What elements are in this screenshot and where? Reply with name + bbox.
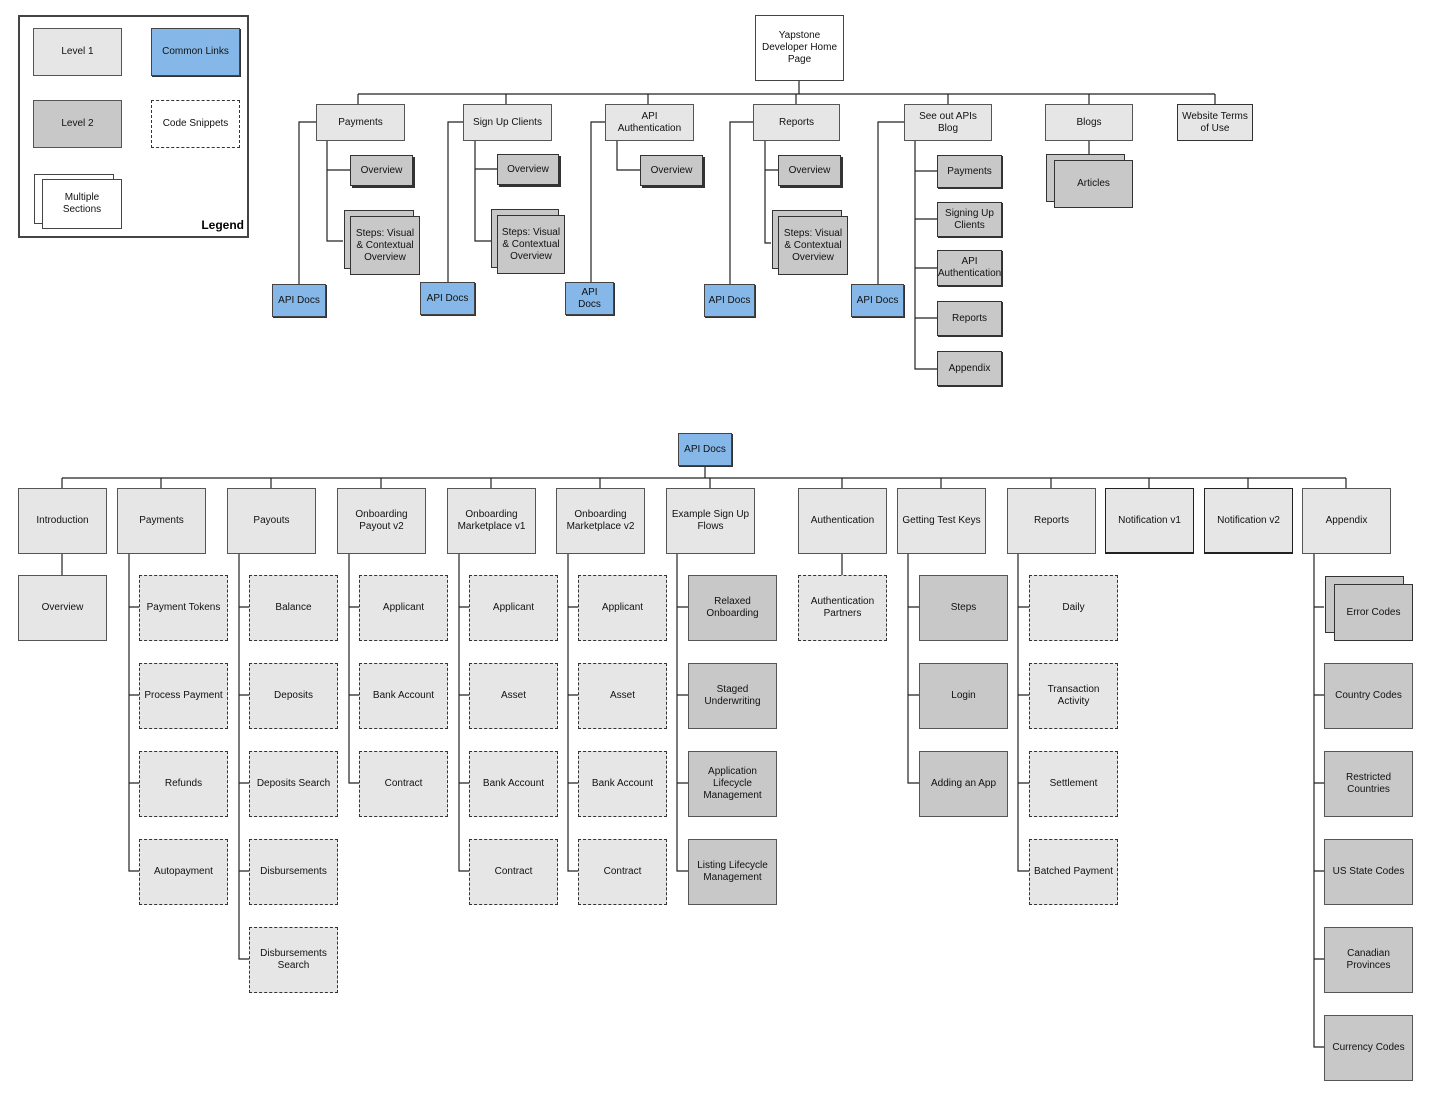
- bottom-onboarding-marketplace-v2-item[interactable]: Contract: [578, 839, 667, 905]
- bottom-example-signup-item[interactable]: Relaxed Onboarding: [688, 575, 777, 641]
- legend-level2-swatch: Level 2: [33, 100, 122, 148]
- top-blog-item-payments[interactable]: Payments: [937, 155, 1002, 188]
- bottom-onboarding-marketplace-v1-item[interactable]: Applicant: [469, 575, 558, 641]
- bottom-onboarding-marketplace-v1-item[interactable]: Contract: [469, 839, 558, 905]
- bottom-test-keys-item[interactable]: Adding an App: [919, 751, 1008, 817]
- bottom-onboarding-marketplace-v1-node[interactable]: Onboarding Marketplace v1: [447, 488, 536, 554]
- top-payments-node[interactable]: Payments: [316, 104, 405, 141]
- bottom-reports-item[interactable]: Daily: [1029, 575, 1118, 641]
- top-payments-steps[interactable]: Steps: Visual & Contextual Overview: [350, 216, 420, 275]
- bottom-reports-item[interactable]: Batched Payment: [1029, 839, 1118, 905]
- top-blog-node[interactable]: See out APIs Blog: [904, 104, 992, 141]
- bottom-notification-v2-node[interactable]: Notification v2: [1204, 488, 1293, 554]
- bottom-onboarding-payout-v2-node[interactable]: Onboarding Payout v2: [337, 488, 426, 554]
- top-blog-item-api-auth[interactable]: API Authentication: [937, 250, 1002, 286]
- bottom-onboarding-marketplace-v2-node[interactable]: Onboarding Marketplace v2: [556, 488, 645, 554]
- bottom-onboarding-marketplace-v1-item[interactable]: Bank Account: [469, 751, 558, 817]
- bottom-payouts-item[interactable]: Balance: [249, 575, 338, 641]
- bottom-payouts-item[interactable]: Disbursements: [249, 839, 338, 905]
- top-blog-item-reports[interactable]: Reports: [937, 301, 1002, 336]
- bottom-test-keys-node[interactable]: Getting Test Keys: [897, 488, 986, 554]
- top-signup-api-docs[interactable]: API Docs: [420, 282, 475, 315]
- bottom-reports-node[interactable]: Reports: [1007, 488, 1096, 554]
- bottom-introduction-overview[interactable]: Overview: [18, 575, 107, 641]
- top-signup-node[interactable]: Sign Up Clients: [463, 104, 552, 141]
- bottom-reports-item[interactable]: Settlement: [1029, 751, 1118, 817]
- bottom-payouts-item[interactable]: Deposits: [249, 663, 338, 729]
- top-reports-node[interactable]: Reports: [753, 104, 840, 141]
- bottom-appendix-item[interactable]: Restricted Countries: [1324, 751, 1413, 817]
- bottom-introduction-node[interactable]: Introduction: [18, 488, 107, 554]
- top-payments-overview[interactable]: Overview: [350, 155, 413, 186]
- bottom-payments-node[interactable]: Payments: [117, 488, 206, 554]
- bottom-example-signup-item[interactable]: Listing Lifecycle Management: [688, 839, 777, 905]
- legend-title: Legend: [201, 218, 244, 232]
- bottom-authentication-node[interactable]: Authentication: [798, 488, 887, 554]
- legend-panel: Level 1 Common Links Level 2 Code Snippe…: [18, 15, 249, 238]
- bottom-payments-item[interactable]: Refunds: [139, 751, 228, 817]
- bottom-notification-v1-node[interactable]: Notification v1: [1105, 488, 1194, 554]
- top-blog-api-docs[interactable]: API Docs: [851, 284, 904, 317]
- top-blog-item-signing-up[interactable]: Signing Up Clients: [937, 202, 1002, 237]
- bottom-payments-item[interactable]: Autopayment: [139, 839, 228, 905]
- bottom-example-signup-item[interactable]: Application Lifecycle Management: [688, 751, 777, 817]
- bottom-appendix-node[interactable]: Appendix: [1302, 488, 1391, 554]
- top-signup-steps[interactable]: Steps: Visual & Contextual Overview: [497, 215, 565, 274]
- bottom-test-keys-item[interactable]: Steps: [919, 575, 1008, 641]
- top-blog-item-appendix[interactable]: Appendix: [937, 351, 1002, 386]
- legend-common-links-swatch: Common Links: [151, 28, 240, 76]
- bottom-payouts-item[interactable]: Deposits Search: [249, 751, 338, 817]
- bottom-onboarding-marketplace-v2-item[interactable]: Asset: [578, 663, 667, 729]
- bottom-payouts-node[interactable]: Payouts: [227, 488, 316, 554]
- bottom-onboarding-marketplace-v2-item[interactable]: Applicant: [578, 575, 667, 641]
- bottom-test-keys-item[interactable]: Login: [919, 663, 1008, 729]
- bottom-onboarding-payout-v2-item[interactable]: Contract: [359, 751, 448, 817]
- bottom-onboarding-payout-v2-item[interactable]: Applicant: [359, 575, 448, 641]
- bottom-appendix-item[interactable]: Canadian Provinces: [1324, 927, 1413, 993]
- bottom-example-signup-item[interactable]: Staged Underwriting: [688, 663, 777, 729]
- bottom-payments-item[interactable]: Process Payment: [139, 663, 228, 729]
- top-reports-steps[interactable]: Steps: Visual & Contextual Overview: [778, 216, 848, 275]
- bottom-appendix-item[interactable]: US State Codes: [1324, 839, 1413, 905]
- legend-code-snippets-swatch: Code Snippets: [151, 100, 240, 148]
- top-terms-node[interactable]: Website Terms of Use: [1177, 104, 1253, 141]
- top-auth-overview[interactable]: Overview: [640, 155, 703, 186]
- top-auth-node[interactable]: API Authentication: [605, 104, 694, 141]
- top-blogs-articles[interactable]: Articles: [1054, 160, 1133, 208]
- top-reports-overview[interactable]: Overview: [778, 155, 841, 186]
- bottom-appendix-item[interactable]: Country Codes: [1324, 663, 1413, 729]
- legend-level1-swatch: Level 1: [33, 28, 122, 76]
- bottom-reports-item[interactable]: Transaction Activity: [1029, 663, 1118, 729]
- legend-multiple-sections-swatch: Multiple Sections: [42, 179, 122, 229]
- bottom-payouts-item[interactable]: Disbursements Search: [249, 927, 338, 993]
- top-payments-api-docs[interactable]: API Docs: [272, 284, 326, 317]
- bottom-authentication-item[interactable]: Authentication Partners: [798, 575, 887, 641]
- home-page-node[interactable]: Yapstone Developer Home Page: [755, 15, 844, 81]
- bottom-appendix-item[interactable]: Currency Codes: [1324, 1015, 1413, 1081]
- api-docs-root[interactable]: API Docs: [678, 433, 732, 466]
- top-blogs-node[interactable]: Blogs: [1045, 104, 1133, 141]
- top-signup-overview[interactable]: Overview: [497, 154, 559, 185]
- bottom-payments-item[interactable]: Payment Tokens: [139, 575, 228, 641]
- bottom-onboarding-marketplace-v1-item[interactable]: Asset: [469, 663, 558, 729]
- bottom-onboarding-payout-v2-item[interactable]: Bank Account: [359, 663, 448, 729]
- top-reports-api-docs[interactable]: API Docs: [704, 284, 755, 317]
- bottom-example-signup-node[interactable]: Example Sign Up Flows: [666, 488, 755, 554]
- bottom-onboarding-marketplace-v2-item[interactable]: Bank Account: [578, 751, 667, 817]
- top-auth-api-docs[interactable]: API Docs: [565, 282, 614, 315]
- bottom-appendix-item[interactable]: Error Codes: [1334, 584, 1413, 641]
